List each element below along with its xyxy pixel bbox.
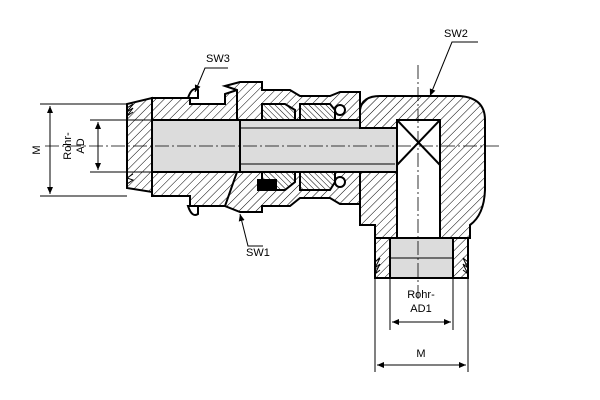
bottom-dimensions (374, 278, 469, 372)
rohr-ad-label-bottom: AD (75, 138, 87, 153)
bottom-outlet (374, 237, 469, 279)
m-left-label: M (31, 145, 43, 154)
rohr-ad1-label-bottom: AD1 (410, 303, 431, 315)
leader-lines (194, 41, 478, 247)
elbow-body (359, 95, 486, 239)
rohr-ad-label-top: Rohr- (62, 132, 74, 160)
sw2-label: SW2 (444, 28, 468, 40)
sw3-label: SW3 (206, 53, 230, 65)
left-dimensions (40, 103, 152, 197)
sw1-label: SW1 (246, 247, 270, 259)
center-lines (45, 65, 500, 300)
m-bottom-label: M (416, 348, 425, 360)
rohr-ad1-label-top: Rohr- (407, 289, 435, 301)
